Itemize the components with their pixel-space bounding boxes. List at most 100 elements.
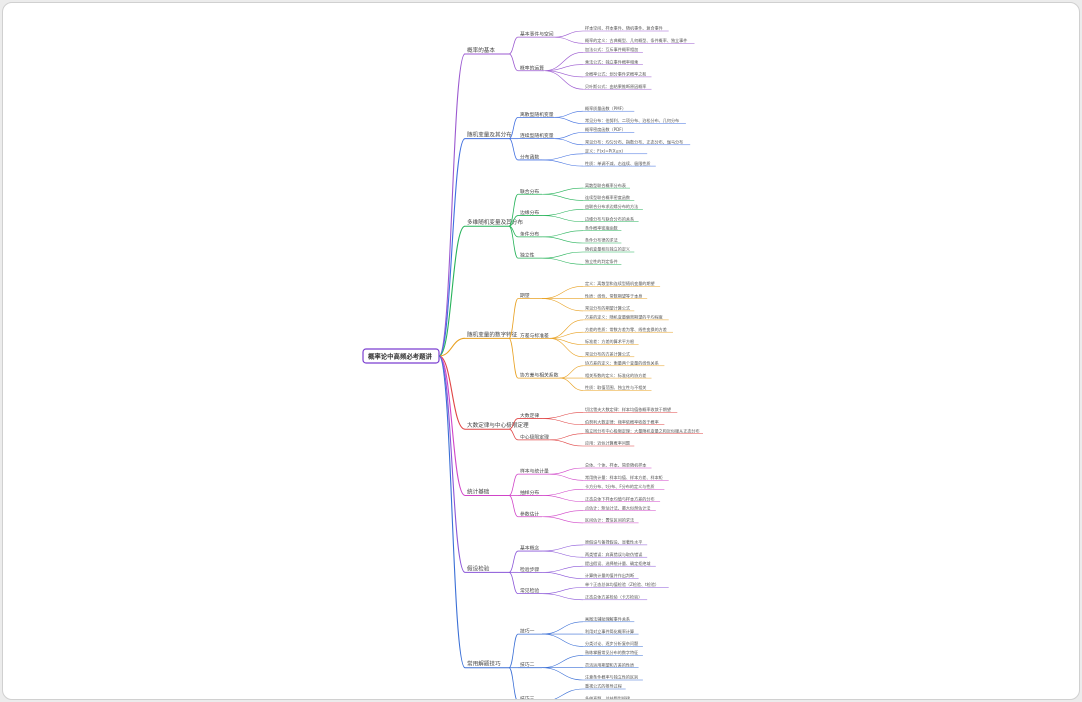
connector (541, 572, 584, 579)
branch-label: 大数定律与中心极限定理 (467, 421, 529, 429)
leaf-label: 贝叶斯公式：由结果推断原因概率 (585, 83, 646, 89)
connector (541, 544, 584, 552)
subbranch-label: 常见检验 (520, 587, 539, 594)
connector (508, 571, 519, 595)
leaf-label: 方差的性质：常数方差为零、线性变换的方差 (585, 326, 667, 332)
subbranch-label: 独立性 (520, 252, 535, 259)
subbranch-label: 中心极限定理 (520, 433, 549, 440)
connector (541, 230, 584, 238)
subbranch-label: 期望 (520, 292, 530, 299)
connector (549, 473, 584, 481)
connector (508, 418, 519, 430)
connector (554, 30, 584, 38)
connector (438, 337, 466, 357)
leaf-label: 方差的定义：随机变量偏离期望的平均程度 (585, 314, 663, 320)
connector (541, 510, 584, 518)
subbranch-label: 离散型随机变量 (520, 111, 554, 118)
leaf-label: 相关系数的定义：标准化的协方差 (585, 372, 646, 378)
branch-label: 概率的基本 (467, 46, 495, 54)
connector (508, 337, 519, 379)
subbranch-label: 分布函数 (520, 153, 539, 160)
branch-label: 常用解题技巧 (467, 660, 501, 668)
connector (541, 412, 584, 419)
connector (541, 215, 584, 222)
subbranch-label: 技巧二 (520, 661, 535, 668)
connector (438, 355, 466, 496)
connector (508, 138, 519, 161)
connector (554, 36, 584, 44)
leaf-label: 画图法辅助理解事件关系 (585, 616, 630, 622)
connector (508, 36, 519, 55)
subbranch-label: 抽样分布 (520, 489, 539, 496)
connector (438, 53, 466, 357)
connector (541, 621, 584, 635)
subbranch-label: 连续型随机变量 (520, 132, 554, 139)
leaf-label: 性质：线性、常数期望等于本身 (585, 292, 642, 298)
leaf-label: 重视公式的推导过程 (585, 683, 622, 689)
connector (541, 209, 584, 216)
connector (508, 215, 519, 227)
leaf-label: 离散型联合概率分布表 (585, 182, 626, 188)
connector (549, 331, 584, 339)
connector (541, 565, 584, 573)
leaf-label: 常见分布：伯努利、二项分布、泊松分布、几何分布 (585, 117, 679, 123)
connector (541, 633, 584, 647)
connector (541, 251, 584, 259)
connector (541, 298, 584, 312)
connector (508, 225, 519, 259)
connector (541, 495, 584, 502)
leaf-label: 注意条件概率与独立性的区别 (585, 674, 638, 680)
subbranch-label: 方差与标准差 (520, 332, 549, 339)
connector (541, 257, 584, 265)
subbranch-label: 基本事件与空间 (520, 31, 554, 38)
connector (508, 550, 519, 573)
connector (541, 593, 584, 601)
connector (508, 193, 519, 227)
leaf-label: 切比雪夫大数定律：样本均值依概率收敛于期望 (585, 406, 671, 412)
leaf-label: 常见分布：均匀分布、指数分布、正态分布、伽马分布 (585, 139, 683, 145)
subbranch-label: 技巧三 (520, 695, 535, 699)
leaf-label: 分类讨论、逐步分析复杂问题 (585, 640, 638, 646)
connector (549, 433, 584, 441)
connector (508, 667, 517, 699)
connector (554, 138, 584, 146)
connector (541, 550, 584, 558)
leaf-label: 卡方分布、t分布、F分布的定义与性质 (585, 483, 654, 489)
branch-label: 统计基础 (467, 487, 490, 495)
connector (438, 355, 466, 669)
leaf-label: 灵活运用期望和方差的性质 (585, 661, 634, 667)
leaf-label: 常见分布的方差计算公式 (585, 351, 630, 357)
connector (541, 193, 584, 201)
leaf-label: 点估计：矩估计法、最大似然估计法 (585, 504, 651, 510)
connector (508, 428, 519, 441)
subbranch-label: 大数定律 (520, 412, 539, 419)
connector (438, 138, 466, 357)
leaf-label: 定义：离散型和连续型随机变量的期望 (585, 280, 655, 286)
connector (549, 338, 584, 358)
leaf-label: 加法公式：互斥事件概率相加 (585, 46, 638, 52)
leaf-label: 协方差的定义：衡量两个变量的线性关系 (585, 360, 659, 366)
branch-label: 假设检验 (467, 564, 490, 572)
leaf-label: 概率质量函数（PMF） (585, 105, 626, 111)
connector (559, 377, 584, 391)
leaf-label: 边缘分布与联合分布的关系 (585, 215, 634, 221)
leaf-label: 应用：近似计算概率问题 (585, 440, 630, 446)
subbranch-label: 检验步骤 (520, 566, 539, 573)
leaf-label: 概率的定义：古典概型、几何概型、条件概率、独立事件 (585, 37, 687, 43)
branch-label: 多维随机变量及其分布 (467, 218, 523, 226)
connector (549, 319, 584, 339)
connector (543, 70, 584, 90)
root-label: 概率论中高频必考题讲 (368, 352, 433, 361)
leaf-label: 利用对立事件简化概率计算 (585, 628, 634, 634)
connector (508, 633, 519, 669)
connector (541, 655, 584, 668)
leaf-label: 区间估计：置信区间的求法 (585, 517, 634, 523)
connector (543, 52, 584, 72)
leaf-label: 常用统计量：样本均值、样本方差、样本矩 (585, 474, 663, 480)
leaf-label: 性质：单调不减、右连续、极限性质 (585, 160, 651, 166)
connector (554, 117, 584, 124)
subbranch-label: 样本与统计量 (520, 468, 549, 475)
connector (541, 516, 584, 524)
leaf-label: 独立同分布中心极限定理：大量随机变量之和近似服从正态分布 (585, 427, 700, 433)
leaf-label: 由联合分布求边缘分布的方法 (585, 203, 638, 209)
